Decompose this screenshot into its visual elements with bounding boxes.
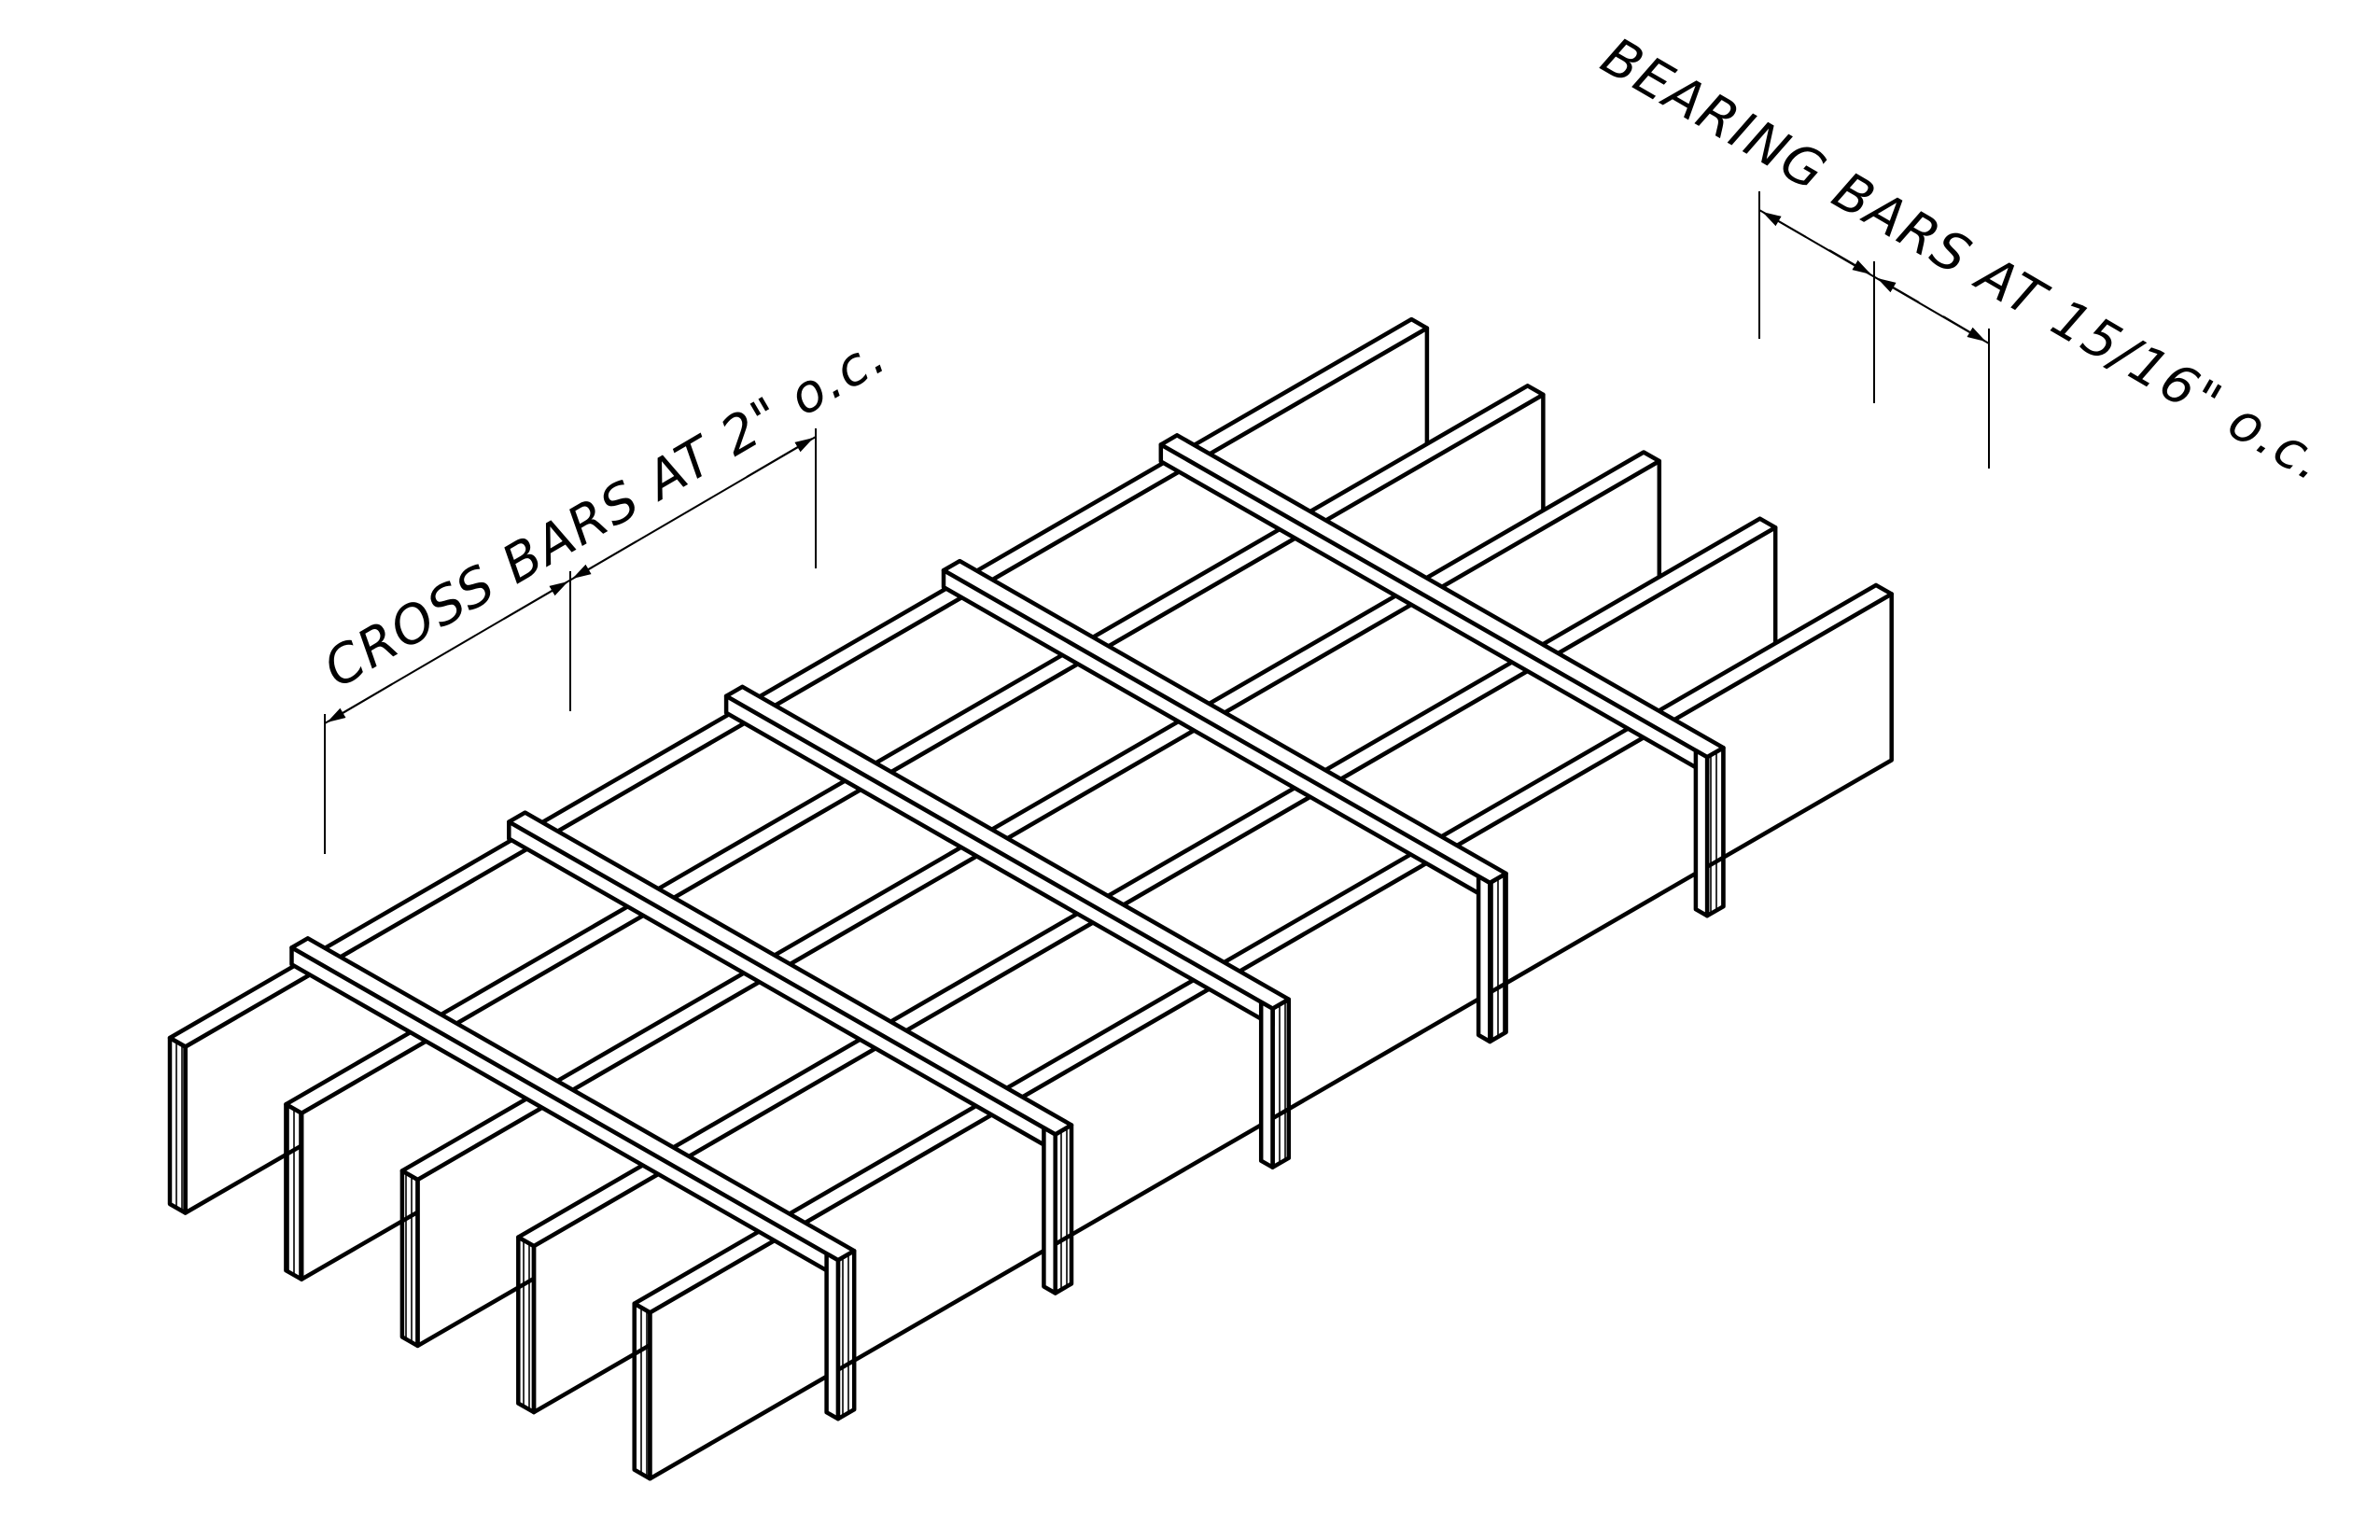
bearing-dim-arrow-3 xyxy=(1877,277,1920,303)
cross-bar-end-side xyxy=(1476,874,1492,1044)
bearing-bar-end xyxy=(399,1169,420,1349)
cross-bar xyxy=(289,936,857,1421)
cross-bar-end-side xyxy=(1258,1000,1275,1169)
cross-bar-end-side xyxy=(824,1251,841,1421)
cross-dim-arrow-1 xyxy=(327,683,393,723)
cross-bar-end-side xyxy=(1693,748,1710,918)
cross-dim-arrow-3 xyxy=(572,540,637,580)
bearing-bar-dimension: BEARING BARS AT 15/16" o.c. xyxy=(1591,26,2336,495)
bearing-bar-end xyxy=(516,1235,537,1415)
cross-bar xyxy=(1158,433,1726,918)
bearing-dim-arrow-1 xyxy=(1762,211,1807,238)
cross-bar xyxy=(723,684,1292,1169)
cross-bar-end xyxy=(1488,871,1508,1044)
cross-bar-end xyxy=(1053,1123,1074,1295)
bearing-bar-end xyxy=(284,1101,304,1281)
bearing-dim-arrow-2 xyxy=(1828,249,1871,275)
cross-bar-end xyxy=(1270,997,1292,1169)
cross-dim-arrow-4 xyxy=(746,437,814,478)
cross-bar xyxy=(941,558,1508,1044)
cross-dim-arrow-2 xyxy=(503,581,568,620)
cross-bars-label: CROSS BARS AT 2" o.c. xyxy=(314,325,897,700)
bearing-dim-arrow-4 xyxy=(1942,315,1986,343)
bearing-bar-end xyxy=(632,1301,652,1481)
bearing-bars-label: BEARING BARS AT 15/16" o.c. xyxy=(1591,26,2336,495)
cross-bar-end-side xyxy=(1042,1126,1057,1295)
grating-bars xyxy=(167,316,1894,1481)
bearing-bar-end xyxy=(167,1035,188,1215)
cross-bar xyxy=(507,810,1074,1295)
cross-bar-end xyxy=(1704,745,1726,918)
cross-bar-end xyxy=(835,1248,857,1421)
cross-dim-line xyxy=(324,436,817,724)
